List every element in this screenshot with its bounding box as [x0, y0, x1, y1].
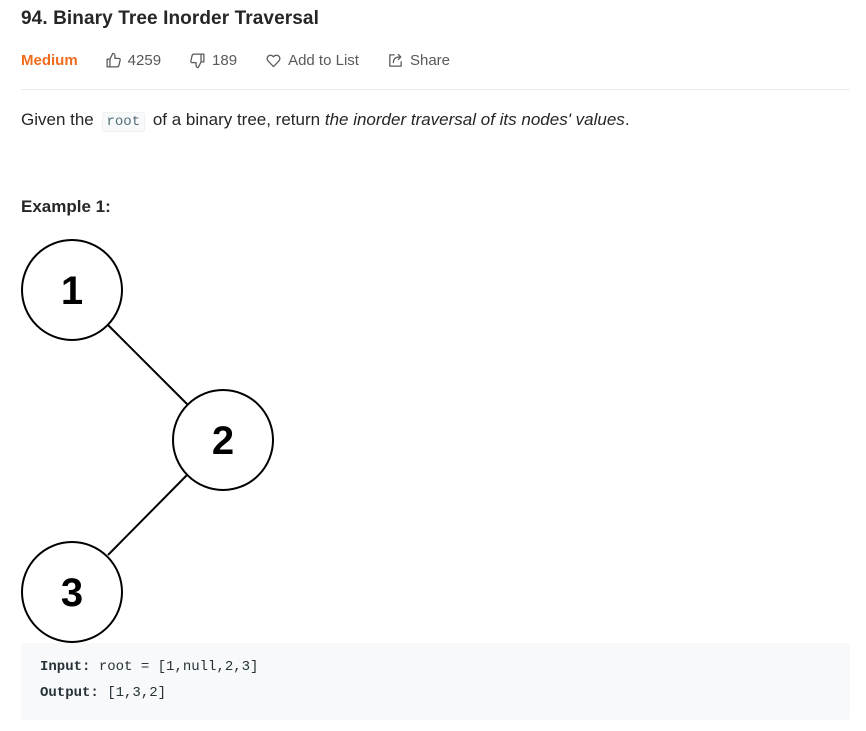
like-button[interactable]: 4259	[105, 52, 161, 69]
difficulty-badge: Medium	[21, 51, 78, 69]
dislike-button[interactable]: 189	[189, 52, 237, 69]
tree-node-2-label: 2	[212, 419, 234, 463]
like-count: 4259	[127, 51, 162, 69]
input-value: root = [1,null,2,3]	[98, 659, 259, 675]
example-output-line: Output: [1,3,2]	[40, 685, 166, 701]
description-middle: of a binary tree, return	[152, 110, 321, 129]
example-code-block: Input: root = [1,null,2,3] Output: [1,3,…	[21, 643, 850, 720]
description-suffix: .	[624, 110, 630, 129]
tree-node-2: 2	[172, 389, 274, 491]
tree-node-3: 3	[21, 541, 123, 643]
tree-node-3-label: 3	[61, 571, 83, 615]
share-label: Share	[409, 51, 450, 69]
example-input-line: Input: root = [1,null,2,3]	[40, 659, 258, 675]
problem-meta-row: Medium 4259 189 Add to List	[21, 47, 478, 73]
heart-icon	[266, 54, 281, 67]
input-label: Input:	[40, 659, 91, 675]
thumbs-up-icon	[106, 52, 121, 68]
add-to-list-label: Add to List	[288, 51, 359, 69]
dislike-count: 189	[212, 51, 238, 69]
output-value: [1,3,2]	[107, 685, 167, 701]
share-button[interactable]: Share	[387, 52, 450, 69]
description-emphasis: the inorder traversal of its nodes' valu…	[324, 110, 625, 129]
thumbs-down-icon	[190, 52, 205, 68]
tree-edge-1-2	[107, 324, 189, 406]
tree-node-1: 1	[21, 239, 123, 341]
example-heading: Example 1:	[21, 197, 111, 216]
output-label: Output:	[40, 685, 99, 701]
tree-diagram: 1 2 3	[21, 239, 274, 643]
description-prefix: Given the	[21, 110, 94, 129]
tree-node-1-label: 1	[61, 269, 83, 313]
problem-description: Given the root of a binary tree, return …	[21, 110, 630, 132]
tree-edge-2-3	[107, 473, 189, 556]
header-divider	[21, 89, 850, 90]
problem-title: 94. Binary Tree Inorder Traversal	[21, 8, 319, 29]
share-icon	[389, 53, 402, 67]
add-to-list-button[interactable]: Add to List	[265, 52, 359, 69]
description-code: root	[101, 112, 146, 132]
